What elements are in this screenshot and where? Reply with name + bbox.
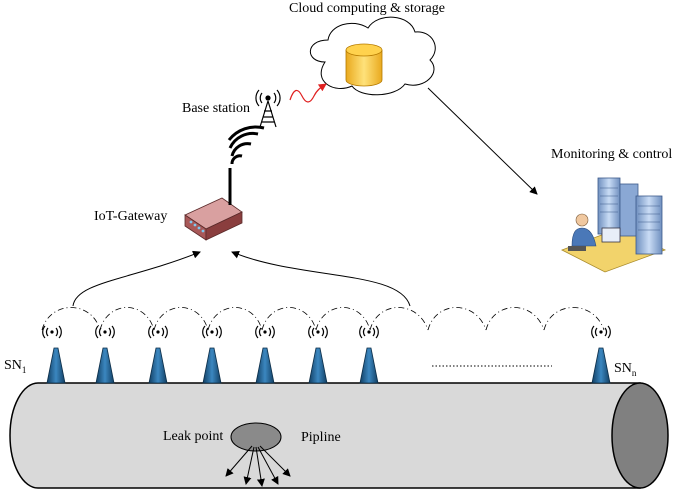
sensor-node-7 [359,325,379,384]
sensor-node-icon [95,347,115,384]
wireless-signal-icon [202,325,222,339]
uplink-signal-arrow [289,83,327,103]
sensor-node-n [591,325,611,384]
antenna-tower-icon [255,89,281,128]
sensor-node-4 [202,325,222,384]
wireless-signal-icon [148,325,168,339]
pipeline-label: Pipline [301,430,341,445]
mesh-to-gateway-arrow-right [231,250,411,307]
sensor-node-icon [202,347,222,384]
cloud-label: Cloud computing & storage [289,1,445,16]
pipeline [9,382,669,489]
sensor-node-6 [308,325,328,384]
sensor-node-icon [46,347,66,384]
wireless-signal-icon [95,325,115,339]
sensor-node-3 [148,325,168,384]
wireless-signal-icon [591,325,611,339]
sensor-node-icon [148,347,168,384]
leak-point-marker [225,422,291,487]
gateway-label: IoT-Gateway [94,209,168,224]
wireless-signal-icon [42,325,62,339]
sensor-node-5 [255,325,275,384]
wireless-signal-icon [359,325,379,339]
sensor-node-icon [591,347,611,384]
base-station-label: Base station [182,101,251,116]
sn-last-label: SNn [614,361,637,378]
cloud-to-monitoring-arrow [427,87,538,195]
monitoring-workstation-icon [561,177,667,273]
sensor-node-icon [308,347,328,384]
leak-point-label: Leak point [163,429,224,444]
sensor-node-icon [255,347,275,384]
sensor-mesh-links [41,307,605,331]
router-icon [184,125,265,241]
monitoring-label: Monitoring & control [551,147,673,162]
sn-first-label: SN1 [4,358,27,375]
cloud-database-icon [309,16,436,96]
mesh-to-gateway-arrow-left [72,250,201,307]
wireless-signal-icon [255,325,275,339]
wireless-signal-icon [308,325,328,339]
sensor-node-1 [42,325,66,384]
sensor-node-2 [95,325,115,384]
sensor-node-icon [359,347,379,384]
